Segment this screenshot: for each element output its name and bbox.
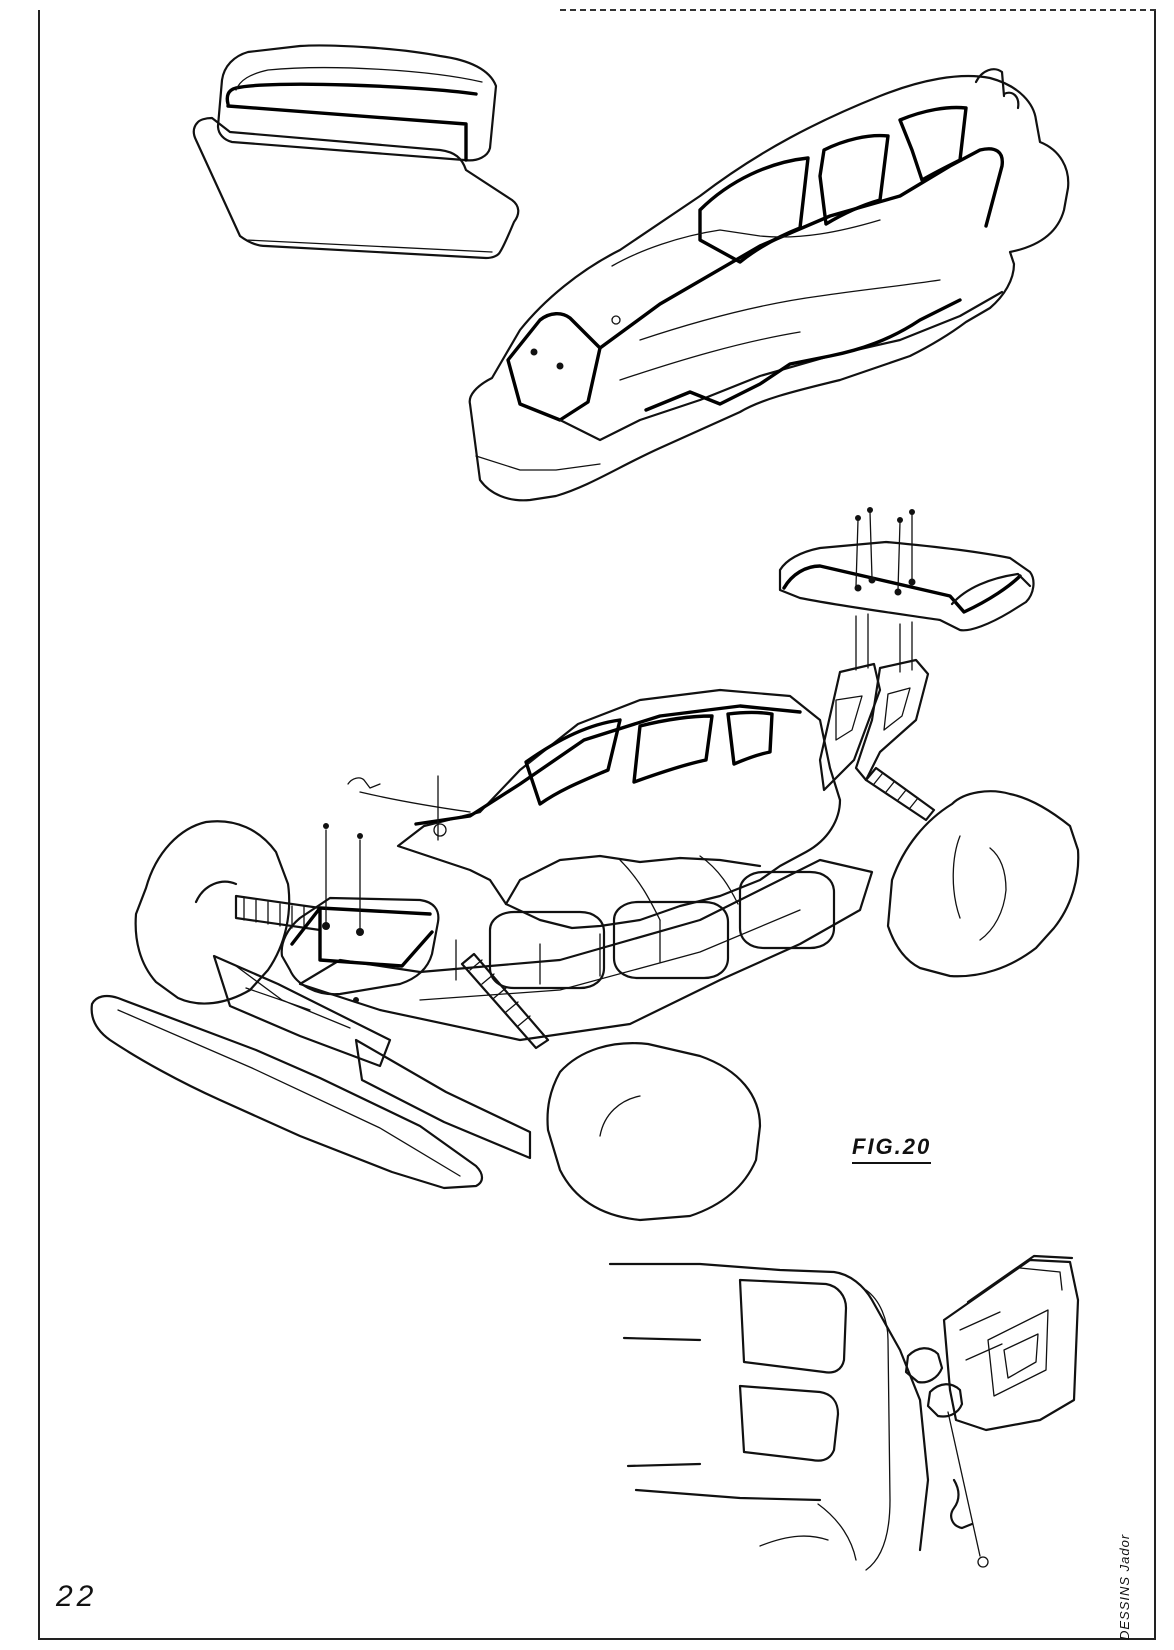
figure-label: FIG.20 <box>852 1134 932 1164</box>
page-number: 22 <box>56 1580 98 1613</box>
page-top-rule <box>560 9 1156 11</box>
assembled-buggy-drawing <box>92 507 1079 1220</box>
page-frame <box>38 10 1156 1640</box>
roof-insert-drawing <box>194 45 518 258</box>
body-shell-drawing <box>470 69 1069 500</box>
detail-view-drawing <box>610 1256 1078 1570</box>
artist-signature: DESSINS Jador <box>1117 1533 1132 1640</box>
